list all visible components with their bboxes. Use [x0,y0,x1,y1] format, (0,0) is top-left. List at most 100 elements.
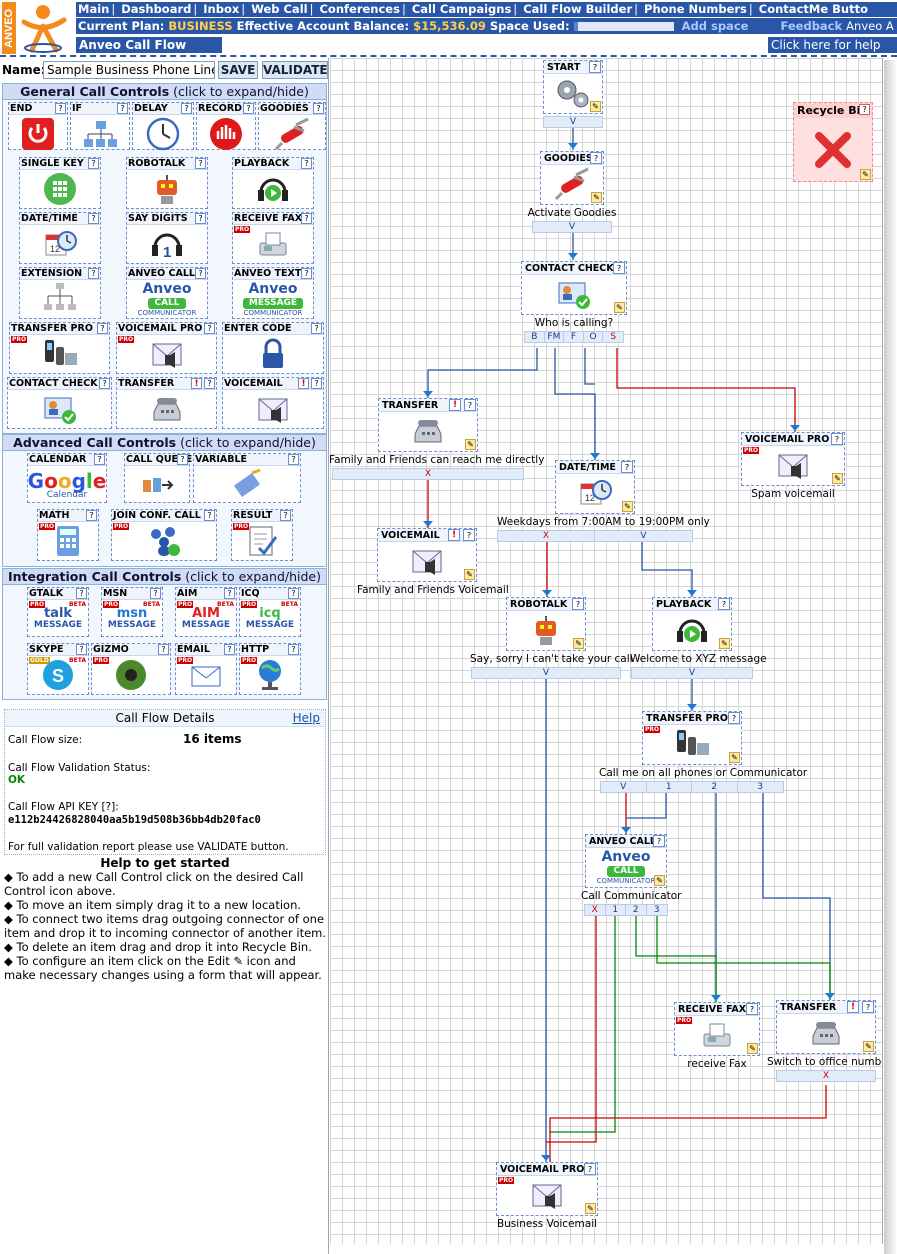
help-question-icon[interactable]: ? [463,529,475,541]
control-join-conf-call[interactable]: JOIN CONF. CALL?PRO [111,509,217,561]
edit-icon[interactable]: ✎ [747,1043,758,1054]
help-question-icon[interactable]: ? [195,158,206,169]
help-question-icon[interactable]: ? [572,598,584,610]
flow-node-datetime[interactable]: DATE/TIME?12✎ [555,460,635,514]
help-question-icon[interactable]: ? [831,433,843,445]
help-link[interactable]: Click here for help [768,37,897,53]
edit-icon[interactable]: ✎ [591,192,602,203]
help-question-icon[interactable]: ? [280,510,291,521]
help-question-icon[interactable]: ? [590,152,602,164]
help-question-icon[interactable]: ? [224,588,235,599]
output-connector[interactable]: 1 [647,782,692,793]
output-connector[interactable]: V [568,222,576,232]
control-variable[interactable]: VARIABLE? [193,453,301,503]
help-question-icon[interactable]: ? [181,103,192,114]
edit-icon[interactable]: ✎ [654,875,665,886]
help-question-icon[interactable]: ? [288,644,299,655]
nav-call-flow-builder[interactable]: Call Flow Builder [523,2,633,16]
help-question-icon[interactable]: ? [301,268,312,279]
help-question-icon[interactable]: ? [86,510,97,521]
edit-icon[interactable]: ✎ [590,101,601,112]
help-question-icon[interactable]: ? [718,598,730,610]
edit-icon[interactable]: ✎ [729,752,740,763]
add-space-link[interactable]: Add space [681,19,749,33]
output-connector[interactable]: S [610,332,617,342]
help-question-icon[interactable]: ? [204,510,215,521]
output-connector[interactable]: B [525,332,545,343]
control-say-digits[interactable]: SAY DIGITS?1 [126,212,208,264]
control-extension[interactable]: EXTENSION? [19,267,101,319]
help-question-icon[interactable]: ? [301,158,312,169]
control-if[interactable]: IF? [70,102,130,150]
flow-node-goodies[interactable]: GOODIES?✎ [540,151,604,205]
control-record[interactable]: RECORD? [196,102,256,150]
nav-contactme-button[interactable]: ContactMe Butto [758,2,868,16]
control-transfer[interactable]: TRANSFER!? [116,377,217,429]
anveo-logo[interactable]: ANVEO [2,2,72,54]
flow-node-transferpro[interactable]: TRANSFER PRO?PRO✎ [642,711,742,765]
output-connector[interactable]: FM [545,332,565,343]
help-question-icon[interactable]: ? [243,103,254,114]
output-connector[interactable]: V [569,117,577,127]
control-end[interactable]: END? [8,102,68,150]
help-question-icon[interactable]: ? [613,262,625,274]
flow-node-start[interactable]: START?✎ [543,60,603,114]
output-connector[interactable]: 1 [606,905,626,916]
control-single-key[interactable]: SINGLE KEY? [19,157,101,209]
output-connector[interactable]: 3 [757,782,764,792]
recycle-help-icon[interactable]: ? [859,104,870,115]
output-connector[interactable]: V [542,668,550,678]
recycle-bin[interactable]: Recycle Bin ? ✎ [793,102,873,182]
nav-web-call[interactable]: Web Call [251,2,308,16]
edit-icon[interactable]: ✎ [832,473,843,484]
help-question-icon[interactable]: ? [464,399,476,411]
output-connector[interactable]: F [564,332,584,343]
flow-name-input[interactable] [43,61,215,79]
help-question-icon[interactable]: ? [621,461,633,473]
nav-inbox[interactable]: Inbox [203,2,240,16]
help-question-icon[interactable]: ? [653,835,665,847]
output-connector[interactable]: V [688,668,696,678]
help-question-icon[interactable]: ? [584,1163,596,1175]
help-question-icon[interactable]: ? [589,61,601,73]
nav-conferences[interactable]: Conferences [319,2,400,16]
edit-icon[interactable]: ✎ [622,501,633,512]
help-question-icon[interactable]: ? [288,454,299,465]
help-question-icon[interactable]: ? [94,454,105,465]
nav-phone-numbers[interactable]: Phone Numbers [644,2,747,16]
flow-node-receivefax[interactable]: RECEIVE FAX?PRO✎ [674,1002,760,1056]
control-voicemail-pro[interactable]: VOICEMAIL PRO?PRO [116,322,217,374]
control-call-queue[interactable]: CALL QUEUE? [124,453,192,503]
help-question-icon[interactable]: ? [728,712,740,724]
edit-icon[interactable]: ✎ [464,569,475,580]
flow-node-vmpro1[interactable]: VOICEMAIL PRO?PRO✎ [741,432,845,486]
help-question-icon[interactable]: ? [55,103,66,114]
help-question-icon[interactable]: ? [177,454,188,465]
help-question-icon[interactable]: ? [311,378,322,389]
control-enter-code[interactable]: ENTER CODE? [222,322,324,374]
help-question-icon[interactable]: ? [88,158,99,169]
output-connector[interactable]: X [498,531,595,542]
nav-main[interactable]: Main [78,2,110,16]
control-delay[interactable]: DELAY? [132,102,194,151]
output-connector[interactable]: 2 [626,905,647,916]
nav-dashboard[interactable]: Dashboard [121,2,192,16]
control-result[interactable]: RESULT?PRO [231,509,293,561]
feedback-link[interactable]: Feedback [780,19,843,33]
help-question-icon[interactable]: ? [862,1001,874,1013]
details-help-link[interactable]: Help [292,711,320,725]
advanced-section-header[interactable]: Advanced Call Controls (click to expand/… [3,435,326,451]
output-connector[interactable]: 2 [692,782,738,793]
control-http[interactable]: HTTP?PRO [239,643,301,695]
help-question-icon[interactable]: ? [204,378,215,389]
control-receive-fax[interactable]: RECEIVE FAX?PRO [232,212,314,264]
